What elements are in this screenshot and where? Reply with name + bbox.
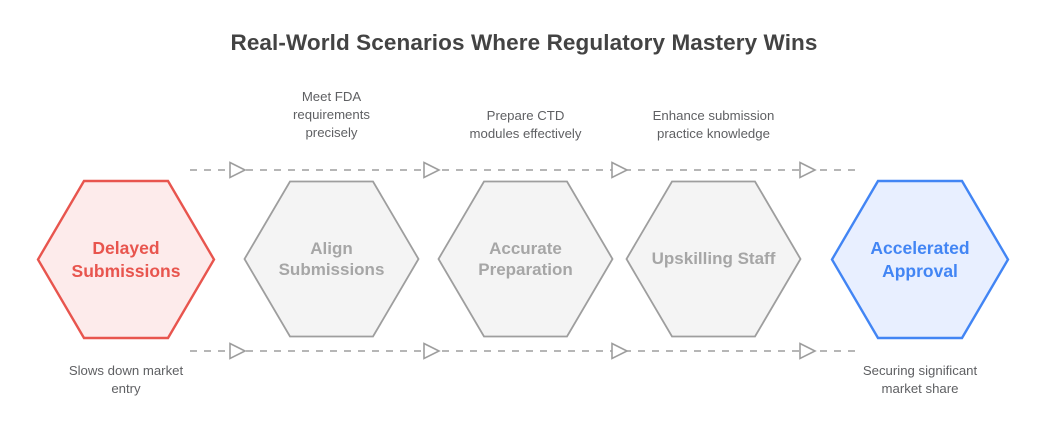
node-accelerated-approval[interactable]: Accelerated Approval <box>830 179 1010 340</box>
arrowhead-top-3 <box>611 161 629 179</box>
arrowhead-bottom-4 <box>799 342 817 360</box>
arrowhead-bottom-2 <box>423 342 441 360</box>
arrowhead-top-1 <box>229 161 247 179</box>
arrowhead-top-4 <box>799 161 817 179</box>
node-upskilling-staff[interactable]: Upskilling Staff <box>625 180 802 338</box>
caption-securing-significant-market-share: Securing significant market share <box>862 363 978 397</box>
caption-slows-down-market-entry: Slows down market entry <box>68 363 184 397</box>
arrowhead-bottom-1 <box>229 342 247 360</box>
caption-meet-fda-requirements: Meet FDA requirements precisely <box>293 89 370 141</box>
caption-enhance-submission-practice: Enhance submission practice knowledge <box>652 108 775 142</box>
node-accurate-preparation[interactable]: Accurate Preparation <box>437 180 614 338</box>
hexagon-shape-start <box>36 179 216 340</box>
hexagon-shape-step-1 <box>243 180 420 338</box>
caption-prepare-ctd-modules: Prepare CTD modules effectively <box>469 108 582 142</box>
node-align-submissions[interactable]: Align Submissions <box>243 180 420 338</box>
hexagon-shape-step-3 <box>625 180 802 338</box>
node-delayed-submissions[interactable]: Delayed Submissions <box>36 179 216 340</box>
arrowhead-top-2 <box>423 161 441 179</box>
hexagon-shape-end <box>830 179 1010 340</box>
hexagon-shape-step-2 <box>437 180 614 338</box>
arrowhead-bottom-3 <box>611 342 629 360</box>
diagram-title: Real-World Scenarios Where Regulatory Ma… <box>230 30 818 55</box>
